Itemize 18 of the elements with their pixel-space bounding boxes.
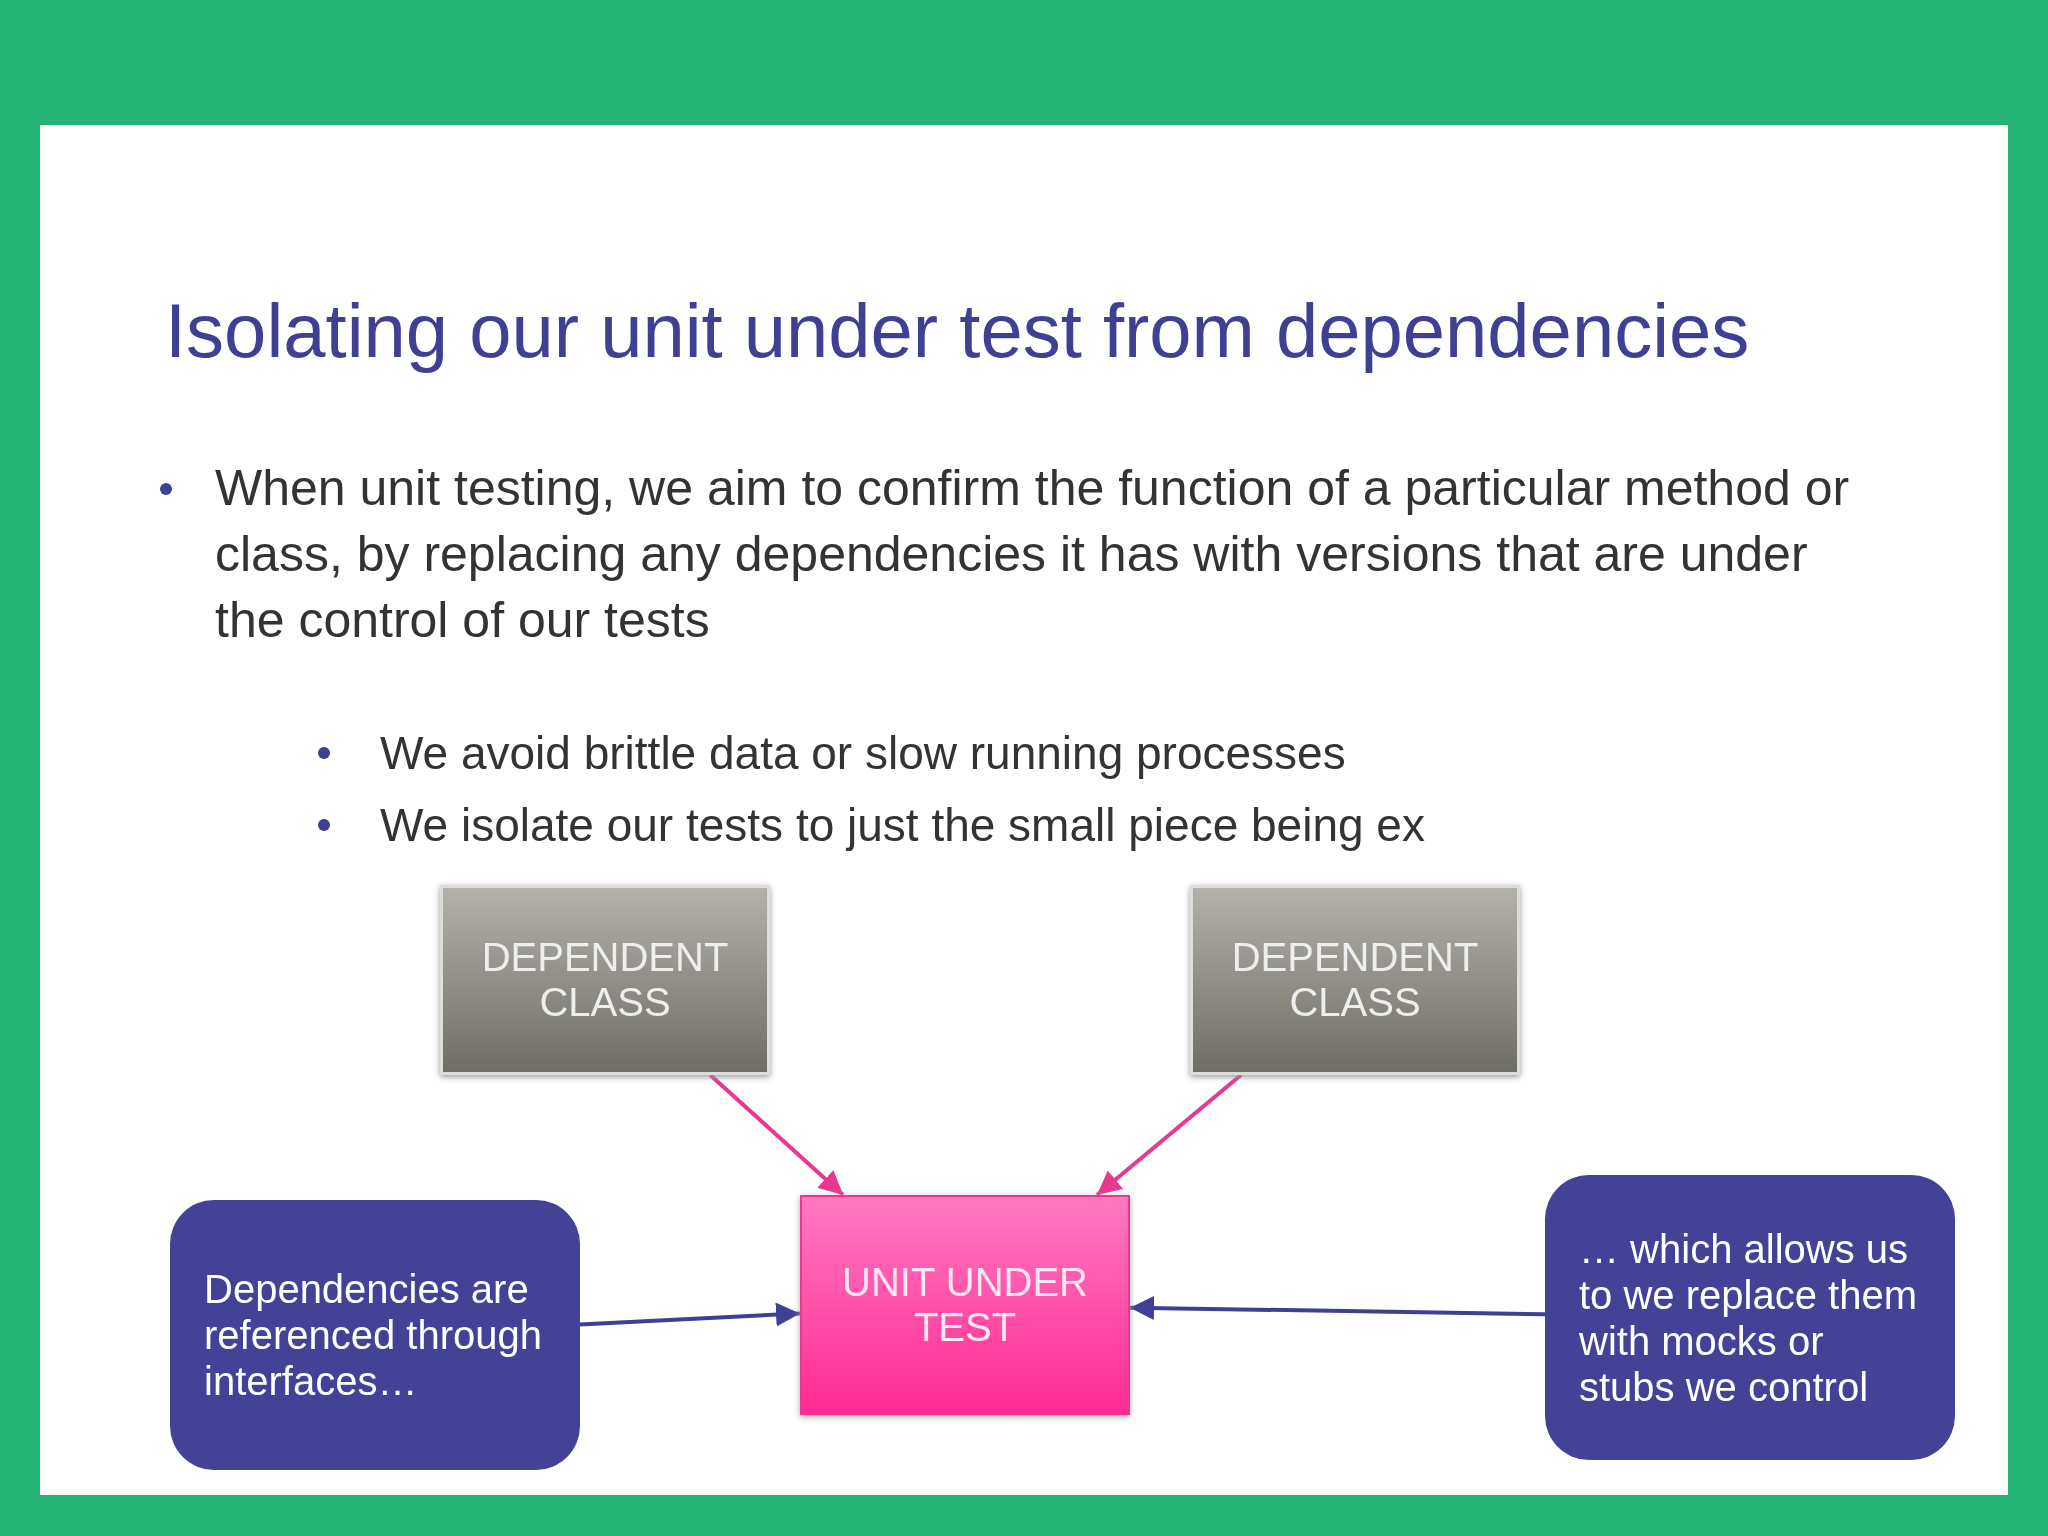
- arrow: [1095, 1073, 1243, 1197]
- bullet-text: We isolate our tests to just the small piece being ex: [380, 798, 1426, 853]
- unit-box: [800, 1195, 1130, 1415]
- arrow: [1129, 1296, 1546, 1320]
- bullet-text: We avoid brittle data or slow running processes: [380, 726, 1347, 781]
- box-label: DEPENDENT CLASS: [1230, 935, 1480, 1025]
- box-label: Dependencies are referenced through interfaces…: [204, 1266, 543, 1404]
- bullet-text: When unit testing, we aim to confirm the function of a particular method or class, by replacing any dependencies it has with versions that are under the control of our tests: [215, 459, 1851, 650]
- box-label: UNIT UNDER TEST: [841, 1260, 1089, 1350]
- box-label: DEPENDENT CLASS: [480, 935, 730, 1025]
- arrow: [579, 1302, 801, 1327]
- callout-box: [170, 1200, 580, 1470]
- class-box: [1190, 885, 1520, 1075]
- box-label: … which allows us to we replace them with mocks or stubs we control: [1579, 1225, 1918, 1410]
- arrow: [708, 1073, 845, 1197]
- callout-box: [1545, 1175, 1955, 1460]
- slide-title: Isolating our unit under test from dependencies: [165, 287, 1751, 375]
- class-box: [440, 885, 770, 1075]
